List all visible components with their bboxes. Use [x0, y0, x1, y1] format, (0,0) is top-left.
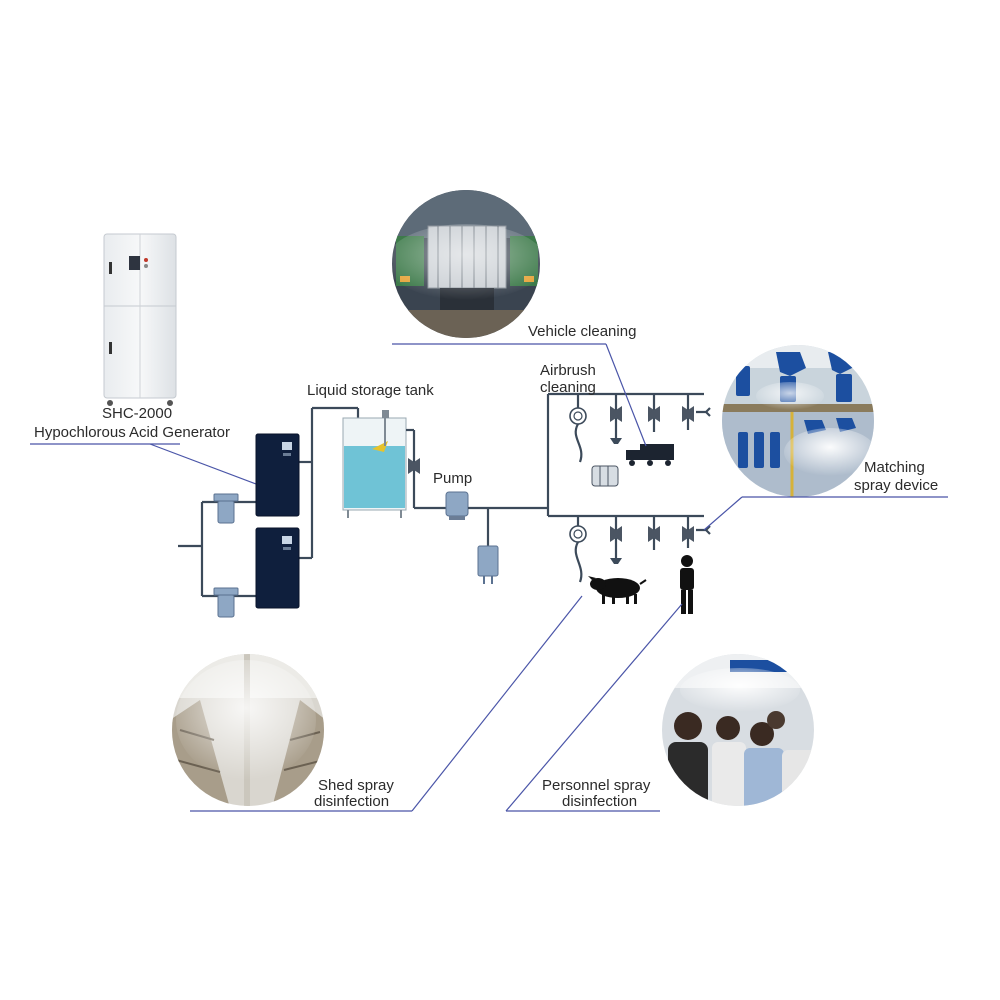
pump-label: Pump — [433, 470, 472, 487]
liquid-storage-tank — [342, 410, 407, 518]
matching-leader-line — [703, 496, 743, 531]
tank-outlet-valve — [408, 458, 420, 474]
container-cart-icon — [591, 465, 619, 487]
generator-name-label: Hypochlorous Acid Generator — [34, 424, 230, 441]
vehicle-cleaning-photo — [392, 190, 540, 338]
personnel-spray-photo — [662, 654, 814, 806]
shed-spray-photo — [172, 654, 324, 806]
spray-device-photo — [722, 345, 874, 497]
tank-liquid — [344, 446, 405, 508]
shed-leader-line — [411, 595, 583, 812]
generator-model-label: SHC-2000 — [102, 405, 172, 422]
shc-2000-cabinet-image — [103, 233, 177, 406]
personnel-leader-line — [505, 603, 683, 812]
generator-unit-lower — [255, 527, 300, 609]
personnel-label-line2: disinfection — [562, 793, 637, 810]
matching-label-line2: spray device — [854, 477, 938, 494]
pump — [445, 491, 469, 520]
secondary-filter — [477, 545, 499, 584]
vehicle-truck-icon — [626, 444, 674, 466]
shed-label-line1: Shed spray — [318, 777, 394, 794]
filter-lower — [213, 587, 239, 618]
upper-spray-branches — [569, 394, 711, 463]
lower-spray-branches — [569, 516, 711, 583]
airbrush-label-line1: Airbrush — [540, 362, 596, 379]
filter-upper — [213, 493, 239, 524]
person-silhouette-icon — [680, 555, 694, 614]
vehicle-cleaning-label: Vehicle cleaning — [528, 323, 636, 340]
shed-label-line2: disinfection — [314, 793, 389, 810]
generator-unit-upper — [255, 433, 300, 517]
control-panel-display — [129, 256, 140, 270]
vehicle-leader-line — [605, 343, 647, 447]
matching-label-line1: Matching — [864, 459, 925, 476]
pig-silhouette-icon — [588, 576, 647, 604]
liquid-storage-tank-label: Liquid storage tank — [307, 382, 434, 399]
airbrush-label-line2: cleaning — [540, 379, 596, 396]
generator-leader-line — [149, 443, 257, 485]
personnel-label-line1: Personnel spray — [542, 777, 651, 794]
